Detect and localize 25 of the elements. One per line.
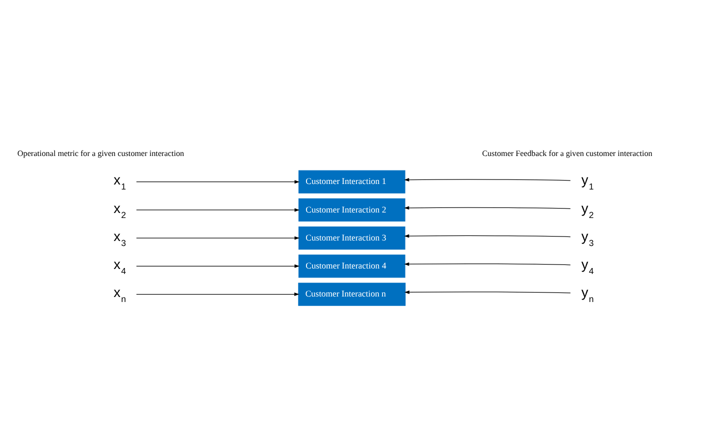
arrow [404,234,571,238]
arrow [136,208,300,212]
arrow [136,236,300,240]
node-text: x$_{1}$ [114,172,126,192]
node-text: y$_{4}$ [581,257,594,276]
node-text: x$_{2}$ [114,200,126,220]
node-text: y$_{n}$ [581,285,594,304]
node-text: y$_{2}$ [581,200,594,220]
node-text: y$_{3}$ [581,228,594,248]
arrow [136,292,300,296]
arrow [404,290,571,294]
arrow [404,206,571,210]
node-box: Customer Interaction 1 [298,170,406,194]
node-text: y$_{1}$ [581,172,594,192]
arrow [136,180,300,184]
node-box: Customer Interaction 2 [298,198,406,222]
node-text: x$_{4}$ [114,257,126,276]
arrow [136,264,300,268]
arrow [404,262,571,266]
arrow [404,178,571,182]
node-text: x$_{n}$ [114,285,126,304]
node-box: Customer Interaction 4 [298,254,406,278]
node-box: Customer Interaction 3 [298,226,406,250]
node-box: Customer Interaction n [298,282,406,306]
node-text: x$_{3}$ [114,228,126,248]
